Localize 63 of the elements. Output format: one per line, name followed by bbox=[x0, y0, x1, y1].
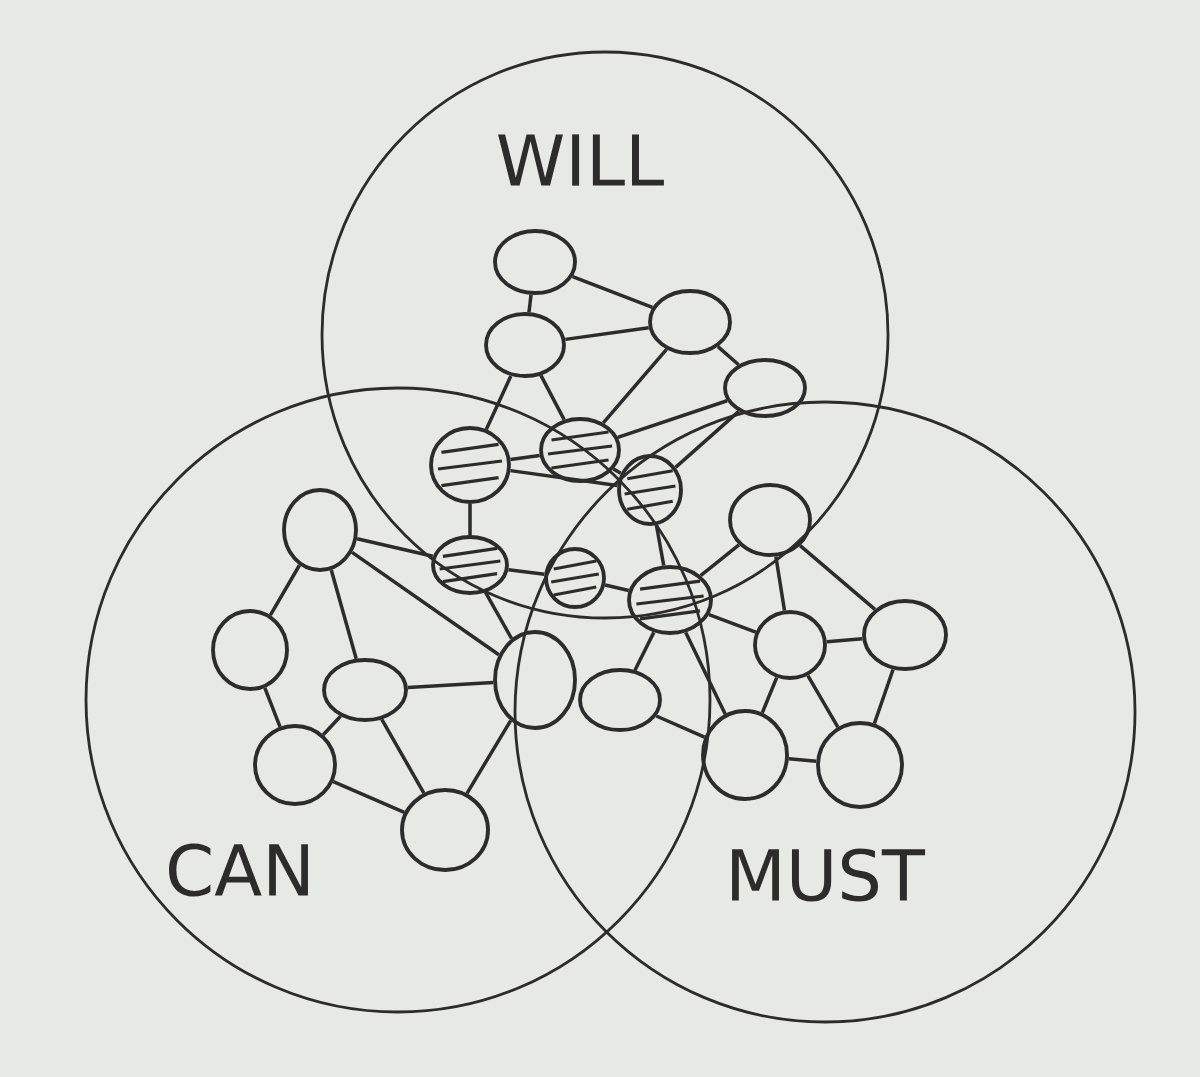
connector-line bbox=[601, 348, 668, 425]
connector-line bbox=[872, 668, 895, 725]
connector-line bbox=[806, 674, 840, 728]
connector-line bbox=[654, 524, 666, 566]
connector-line bbox=[565, 326, 649, 342]
node-circle bbox=[728, 483, 812, 557]
connector-line bbox=[799, 544, 877, 611]
connector-line bbox=[674, 410, 740, 469]
connector-line bbox=[826, 636, 863, 644]
node-circle bbox=[862, 599, 948, 671]
connector-line bbox=[332, 780, 405, 814]
connector-line bbox=[760, 676, 779, 714]
hatched-node-circle bbox=[429, 426, 511, 504]
connector-line bbox=[527, 294, 533, 313]
connector-line bbox=[604, 583, 630, 593]
connector-line bbox=[612, 467, 622, 475]
circle-label: WILL bbox=[498, 134, 664, 186]
connector-line bbox=[655, 714, 706, 739]
node-circle bbox=[282, 488, 358, 572]
connector-line bbox=[268, 564, 301, 616]
hatched-node-circle bbox=[617, 454, 683, 526]
node-circle bbox=[701, 709, 789, 801]
connector-line bbox=[788, 757, 817, 763]
node-circle bbox=[816, 721, 904, 809]
connector-line bbox=[329, 569, 358, 660]
hatched-node-circle bbox=[431, 535, 509, 595]
connector-line bbox=[465, 719, 513, 795]
connector-line bbox=[484, 591, 514, 640]
connector-line bbox=[699, 543, 741, 577]
connector-line bbox=[539, 374, 566, 421]
connector-line bbox=[321, 715, 342, 736]
connector-line bbox=[774, 556, 787, 611]
node-circle bbox=[648, 289, 732, 355]
connector-line bbox=[356, 536, 434, 559]
connector-line bbox=[633, 631, 656, 671]
node-circle bbox=[400, 788, 490, 872]
node-circle bbox=[322, 658, 408, 722]
hatched-node-circle bbox=[544, 547, 606, 609]
connector-line bbox=[380, 718, 426, 794]
hatched-node-circle bbox=[539, 417, 621, 483]
connector-line bbox=[351, 550, 500, 657]
node-circle bbox=[493, 229, 577, 295]
node-circle bbox=[578, 668, 662, 732]
connector-line bbox=[263, 687, 282, 728]
connector-line bbox=[684, 631, 727, 715]
connector-line bbox=[510, 468, 618, 488]
node-circle bbox=[723, 358, 807, 418]
connector-line bbox=[716, 345, 740, 367]
connector-line bbox=[468, 503, 472, 536]
node-circle bbox=[211, 609, 289, 691]
connector-line bbox=[508, 568, 545, 576]
connector-line bbox=[617, 399, 728, 439]
circle-label: MUST bbox=[732, 848, 926, 902]
connector-line bbox=[407, 680, 494, 690]
node-circle bbox=[253, 724, 337, 806]
connector-line bbox=[510, 453, 540, 462]
connector-line bbox=[708, 613, 757, 634]
node-circle bbox=[753, 610, 827, 680]
hatched-node-circle bbox=[627, 565, 713, 635]
connector-line bbox=[484, 375, 513, 431]
node-circle bbox=[484, 312, 566, 378]
connector-line bbox=[572, 274, 654, 310]
circle-label: CAN bbox=[169, 843, 308, 897]
